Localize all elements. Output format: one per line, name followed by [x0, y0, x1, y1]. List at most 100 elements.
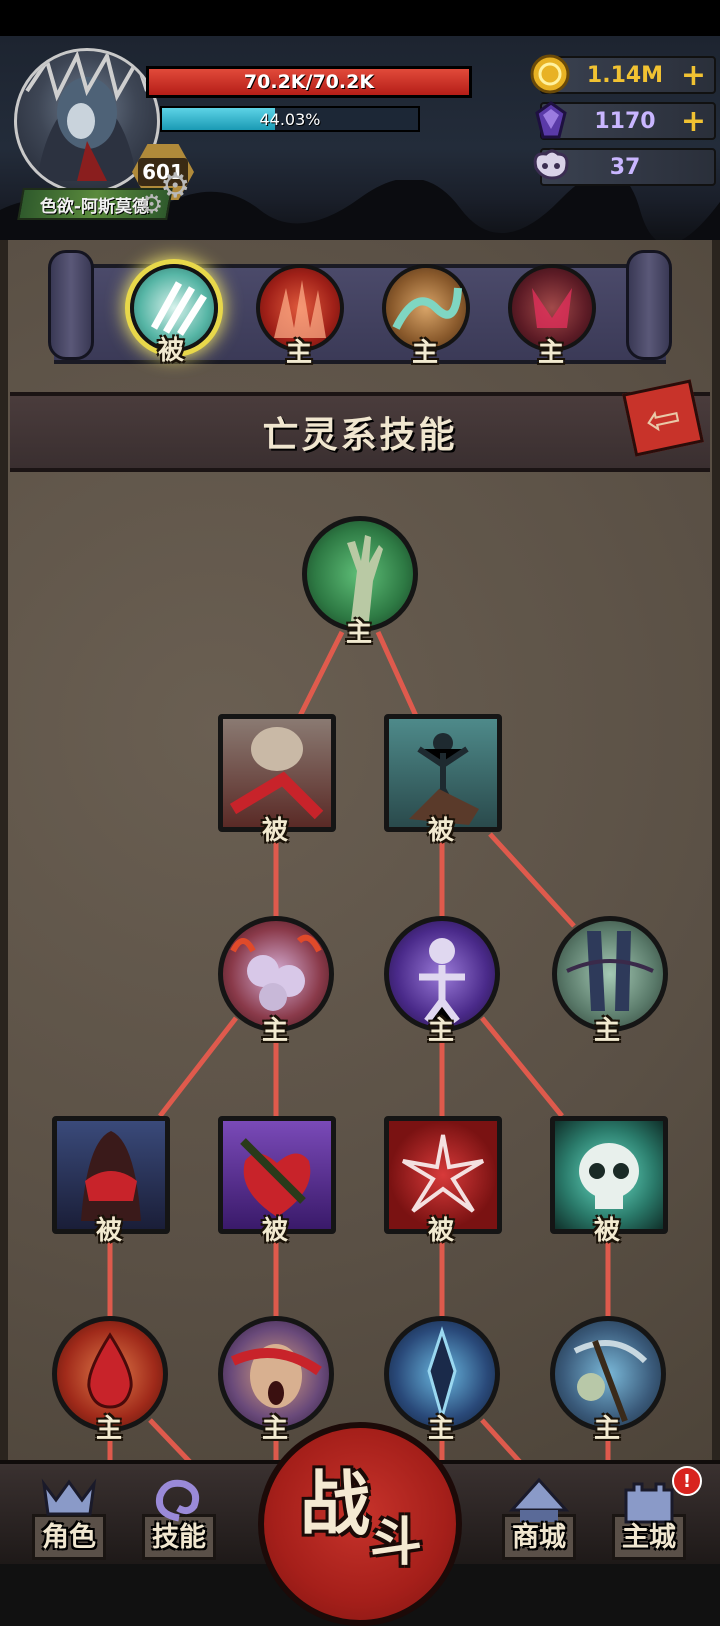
skill-node-label: 被 — [262, 816, 289, 846]
blood-drop-icon — [87, 1332, 133, 1409]
burst-icon — [401, 1134, 485, 1213]
ram-skull-icon — [528, 144, 572, 188]
scroll-end-right — [626, 250, 672, 360]
blood-spikes-icon — [274, 280, 326, 338]
panel-border-left — [0, 240, 8, 1460]
player-avatar-area[interactable]: 601 色欲-阿斯莫德 — [14, 48, 194, 220]
category-label: 主 — [286, 338, 313, 368]
serpent-icon — [392, 287, 462, 330]
nav-skill-button[interactable]: 技能 — [138, 1474, 220, 1560]
skill-node-bone-blade[interactable] — [218, 714, 336, 832]
nav-skill-label: 技能 — [152, 1522, 206, 1553]
level-text: 601 — [138, 158, 188, 186]
skill-node-label: 主 — [428, 1016, 455, 1046]
skill-node-blood-drop[interactable] — [52, 1316, 168, 1432]
hooded-figure-icon — [81, 1131, 141, 1221]
skill-node-rising-skeleton[interactable] — [384, 714, 502, 832]
skill-node-undead-hand[interactable] — [302, 516, 418, 632]
skill-node-blood-cloak[interactable] — [52, 1116, 170, 1234]
skull-value: 37 — [609, 154, 641, 180]
back-arrow-icon: ⇦ — [640, 390, 686, 446]
skill-node-label: 主 — [346, 618, 373, 648]
nav-shop-label: 商城 — [512, 1522, 566, 1553]
skill-node-reaper-scythe[interactable] — [550, 1316, 666, 1432]
hp-text: 70.2K/70.2K — [243, 71, 375, 93]
gold-value: 1.14M — [586, 62, 664, 88]
category-label: 被 — [158, 336, 185, 366]
skill-node-label: 主 — [428, 1414, 455, 1444]
nav-role-button[interactable]: 角色 — [28, 1474, 110, 1560]
chained-legs-icon — [566, 931, 654, 1011]
currency-gold: 1.14M + — [530, 54, 716, 94]
category-demon-tab[interactable] — [508, 264, 596, 352]
hills-silhouette — [0, 180, 720, 240]
currency-skull: 37 — [533, 148, 716, 186]
skill-node-label: 主 — [262, 1016, 289, 1046]
skill-node-label: 主 — [262, 1414, 289, 1444]
battle-label-2: 斗 — [370, 1513, 423, 1573]
battle-label-1: 战 — [300, 1463, 370, 1545]
skill-node-label: 主 — [594, 1414, 621, 1444]
settings-gear-icon[interactable]: ⚙ — [160, 166, 191, 206]
castle-icon — [624, 1482, 674, 1524]
swirl-icon — [155, 1479, 200, 1522]
skill-node-label: 被 — [428, 1216, 455, 1246]
xp-text: 44.03% — [259, 109, 321, 129]
skill-node-heart-stake[interactable] — [218, 1116, 336, 1234]
nav-plate — [142, 1514, 216, 1560]
skill-node-screaming-face[interactable] — [218, 1316, 334, 1432]
nav-role-label: 角色 — [42, 1522, 96, 1553]
category-serpent-tab[interactable] — [382, 264, 470, 352]
hp-bar-fill — [149, 69, 469, 95]
add-gem-button[interactable]: + — [680, 103, 706, 139]
helmet-icon — [41, 1478, 97, 1516]
skill-node-label: 被 — [428, 816, 455, 846]
skill-node-chained-legs[interactable] — [552, 916, 668, 1032]
status-bar — [0, 0, 720, 36]
currency-gem: 1170 + — [535, 101, 716, 140]
skill-node-blood-burst[interactable] — [384, 1116, 502, 1234]
skeleton-rise-icon — [409, 733, 479, 825]
avatar-portrait-icon — [25, 51, 149, 181]
purple-gem-icon — [528, 98, 572, 142]
skill-node-label: 被 — [96, 1216, 123, 1246]
skill-node-label: 主 — [594, 1016, 621, 1046]
category-label: 主 — [538, 338, 565, 368]
nav-shop-button[interactable]: 商城 — [498, 1474, 580, 1560]
panel-border-right — [712, 240, 720, 1460]
gem-value: 1170 — [594, 108, 656, 134]
skeleton-warrior-icon — [419, 938, 465, 1024]
scythe-skull-icon — [573, 1339, 648, 1423]
skill-node-soul-shard[interactable] — [384, 1316, 500, 1432]
category-passive-tab[interactable] — [130, 264, 218, 352]
skeleton-blade-icon — [229, 727, 324, 820]
xp-bar: 44.03% — [160, 106, 420, 132]
avatar[interactable] — [14, 48, 160, 194]
nav-city-button[interactable]: 主城 — [608, 1474, 690, 1560]
city-alert-badge: ! — [672, 1466, 702, 1496]
skill-node-label: 被 — [262, 1216, 289, 1246]
tree-title: 亡灵系技能 — [262, 415, 458, 456]
skill-node-skull-pile[interactable] — [218, 916, 334, 1032]
gold-coin-icon — [528, 52, 572, 96]
player-name: 色欲-阿斯莫德 — [40, 196, 150, 217]
category-label: 主 — [412, 338, 439, 368]
scroll-end-left — [48, 250, 94, 360]
ghost-skull-icon — [579, 1143, 639, 1209]
nav-city-label: 主城 — [622, 1522, 676, 1553]
skill-node-skeleton-warrior[interactable] — [384, 916, 500, 1032]
flaming-skulls-icon — [230, 934, 322, 1011]
settings-small-gear-icon: ⚙ — [140, 190, 164, 220]
demon-face-icon — [532, 288, 572, 328]
add-gold-button[interactable]: + — [680, 57, 706, 93]
skill-node-label: 被 — [594, 1216, 621, 1246]
claw-slash-icon — [150, 281, 207, 336]
category-blood-tab[interactable] — [256, 264, 344, 352]
shop-tent-icon — [508, 1477, 570, 1522]
crystal-shard-icon — [427, 1326, 457, 1423]
skill-node-label: 主 — [96, 1414, 123, 1444]
screaming-face-icon — [230, 1344, 322, 1408]
skill-node-ghost-skull[interactable] — [550, 1116, 668, 1234]
xp-bar-fill — [162, 108, 275, 130]
pierced-heart-icon — [240, 1138, 311, 1217]
